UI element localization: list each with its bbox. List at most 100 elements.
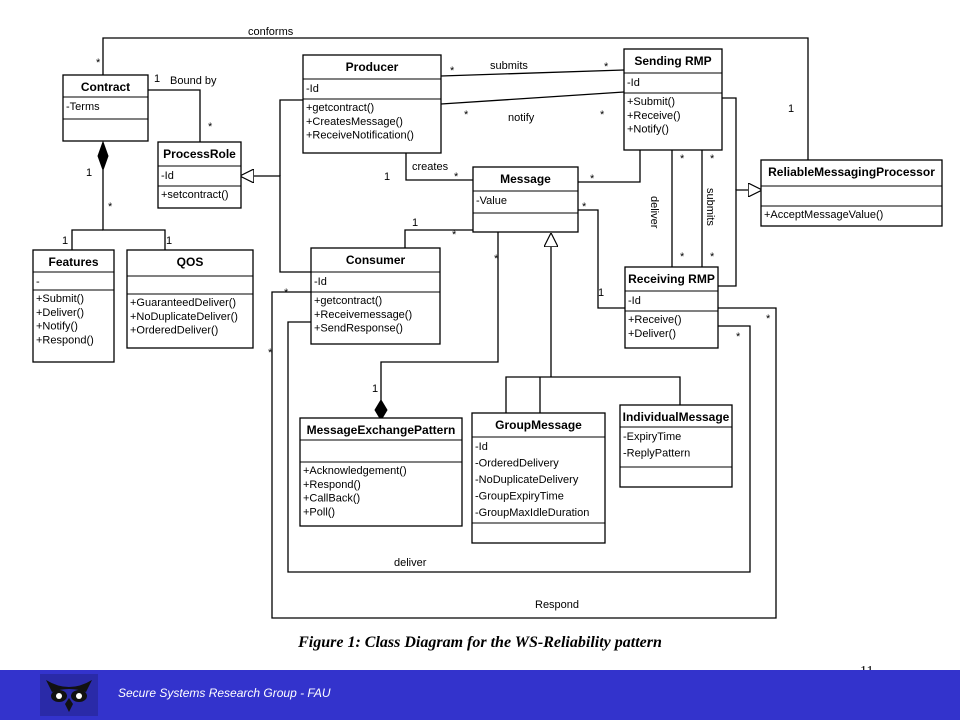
creates-line [405, 153, 473, 181]
class-attribute: -OrderedDelivery [475, 458, 559, 470]
deliver-vertical-label: deliver [648, 196, 660, 229]
footer-bar: Secure Systems Research Group - FAU [0, 670, 960, 720]
class-operation: +Submit() [627, 96, 675, 108]
conforms-line [102, 37, 809, 160]
multiplicity: 1 [166, 235, 172, 247]
notify-label: notify [508, 112, 535, 124]
class-name: ProcessRole [163, 147, 236, 161]
multiplicity: * [710, 251, 715, 263]
multiplicity: 1 [598, 287, 604, 299]
sendingrmp-processor-line [722, 97, 737, 190]
class-operation: +Receivemessage() [314, 309, 412, 321]
submits-line [440, 69, 625, 77]
class-name: Message [500, 172, 551, 186]
multiplicity: * [268, 347, 273, 359]
multiplicity: * [582, 201, 587, 213]
class-operation: +Respond() [303, 479, 361, 491]
producer-class: Producer-Id+getcontract()+CreatesMessage… [302, 54, 442, 154]
class-name: IndividualMessage [623, 410, 730, 424]
class-name: GroupMessage [495, 418, 582, 432]
class-attribute: -Terms [66, 101, 100, 113]
class-attribute: - [36, 276, 40, 288]
class-attribute: -ReplyPattern [623, 448, 690, 460]
multiplicity: 1 [372, 383, 378, 395]
class-attribute: -Id [161, 170, 174, 182]
class-attribute: -Id [306, 83, 319, 95]
class-diagram: conforms Bound by submits notify creates… [32, 26, 943, 619]
class-attribute: -ExpiryTime [623, 431, 681, 443]
multiplicity: * [454, 171, 459, 183]
sendingrmp-message-line [578, 150, 641, 183]
deliver-bottom-label: deliver [394, 557, 427, 569]
relationship-lines [71, 37, 809, 619]
conforms-label: conforms [248, 26, 294, 38]
class-attribute: -NoDuplicateDelivery [475, 474, 579, 486]
class-operation: +Receive() [627, 110, 681, 122]
mep-diamond [374, 399, 388, 421]
class-name: Consumer [346, 253, 406, 267]
submits-label: submits [490, 60, 528, 72]
class-operation: +CallBack() [303, 493, 360, 505]
processrole-class: ProcessRole -Id +setcontract() [157, 141, 242, 209]
multiplicity: 1 [154, 73, 160, 85]
class-attribute: -Id [475, 441, 488, 453]
submits-vertical-label: submits [704, 188, 716, 226]
owl-logo-icon [40, 674, 98, 716]
class-operation: +NoDuplicateDeliver() [130, 311, 238, 323]
class-name: MessageExchangePattern [307, 423, 456, 437]
class-operation: +setcontract() [161, 189, 229, 201]
class-attribute: -GroupMaxIdleDuration [475, 507, 589, 519]
class-name: QOS [177, 255, 204, 269]
relationship-labels: conforms Bound by submits notify creates… [170, 26, 716, 611]
features-branch-line [71, 229, 103, 250]
class-operation: +CreatesMessage() [306, 116, 403, 128]
multiplicity: * [284, 287, 289, 299]
class-operation: +Deliver() [36, 307, 84, 319]
consumer-class: Consumer-Id+getcontract()+Receivemessage… [310, 247, 441, 345]
multiplicity: * [452, 229, 457, 241]
class-operation: +Respond() [36, 334, 94, 346]
class-operation: +Poll() [303, 506, 335, 518]
message-receivingrmp-line [578, 209, 625, 309]
multiplicity: * [96, 57, 101, 69]
multiplicity: * [736, 331, 741, 343]
classes: Contract -Terms Producer -Id +getcontract() +… [32, 48, 943, 544]
message-mep-line [380, 232, 499, 400]
multiplicity: * [680, 153, 685, 165]
multiplicity: 1 [788, 103, 794, 115]
multiplicity: * [450, 65, 455, 77]
class-operation: +Submit() [36, 293, 84, 305]
class-name: Contract [81, 80, 130, 94]
multiplicities: 1 * * 1 1 * 1 1 * * * * 1 * * * * * * 1 … [62, 57, 794, 395]
bound-by-label: Bound by [170, 75, 217, 87]
contract-diamond [97, 140, 109, 172]
multiplicity: 1 [62, 235, 68, 247]
multiplicity: * [464, 109, 469, 121]
multiplicity: * [600, 109, 605, 121]
contract-composition-line [102, 170, 166, 250]
multiplicity: * [494, 253, 499, 265]
class-name: Receiving RMP [628, 272, 715, 286]
class-operation: +Receive() [628, 314, 682, 326]
multiplicity: 1 [384, 171, 390, 183]
qos-class: QOS +GuaranteedDeliver() +NoDuplicateDeliv… [126, 249, 254, 349]
individualmessage-class: IndividualMessage -ExpiryTime -ReplyPatter… [619, 404, 733, 488]
class-operation: +GuaranteedDeliver() [130, 297, 236, 309]
class-name: Producer [346, 60, 399, 74]
multiplicity: 1 [412, 217, 418, 229]
class-operation: +getcontract() [314, 295, 382, 307]
multiplicity: * [710, 153, 715, 165]
respond-loop-line [271, 291, 777, 619]
class-operation: +Deliver() [628, 328, 676, 340]
multiplicity: * [108, 201, 113, 213]
multiplicity: 1 [86, 167, 92, 179]
receivingrmp-processor-line [718, 190, 761, 287]
groupmessage-to-message [505, 376, 681, 413]
contract-class: Contract -Terms [62, 74, 149, 142]
producer-to-processrole [279, 99, 303, 176]
multiplicity: * [590, 173, 595, 185]
features-class: Features-+Submit()+Deliver()+Notify()+Re… [32, 249, 115, 363]
sending-rmp-class: Sending RMP-Id+Submit()+Receive()+Notify… [623, 48, 723, 151]
message-class: Message-Value [472, 166, 579, 233]
class-attribute: -Id [627, 77, 640, 89]
